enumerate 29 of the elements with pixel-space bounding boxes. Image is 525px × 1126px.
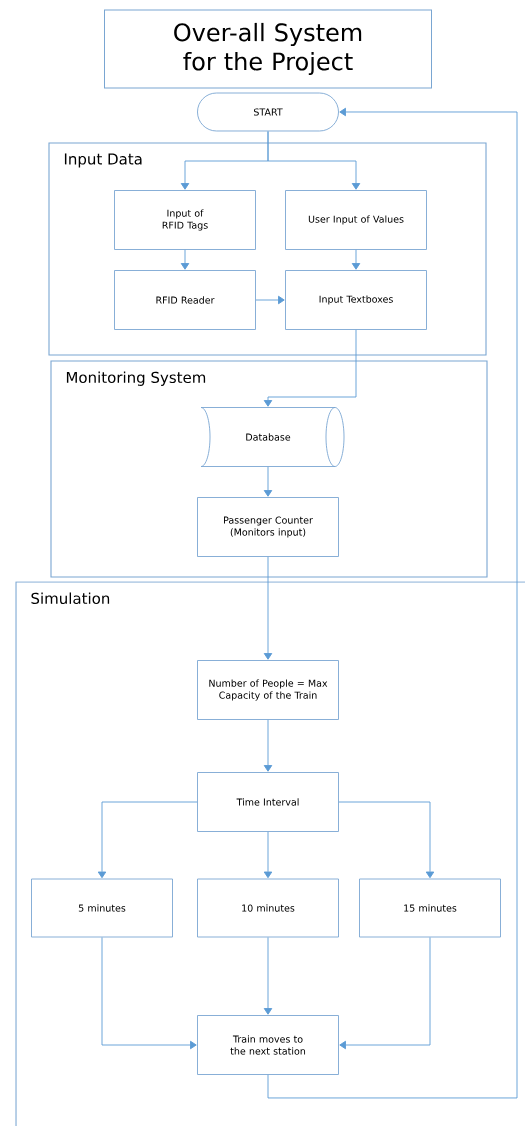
arrow <box>263 937 273 1015</box>
arrow <box>267 107 518 1099</box>
arrow <box>263 466 273 497</box>
arrow <box>339 937 431 1050</box>
title-box: Over-all System for the Project <box>104 9 432 89</box>
process-box: Input of RFID Tags <box>114 190 256 250</box>
arrow <box>263 329 357 407</box>
arrow <box>351 249 361 270</box>
arrow <box>338 801 435 879</box>
arrow <box>267 131 361 190</box>
arrow <box>263 556 273 660</box>
arrow <box>101 937 197 1050</box>
process-box: 10 minutes <box>197 878 339 938</box>
process-box: 5 minutes <box>31 878 173 938</box>
process-box: Number of People = Max Capacity of the Train <box>197 660 339 720</box>
terminal: START <box>197 92 339 132</box>
arrow <box>263 831 273 879</box>
process-box: Passenger Counter (Monitors input) <box>197 497 339 557</box>
arrow <box>180 249 190 270</box>
process-box: Train moves to the next station <box>197 1015 339 1075</box>
process-box: RFID Reader <box>114 270 256 330</box>
process-box: Time Interval <box>197 772 339 832</box>
arrow <box>97 801 198 879</box>
database-cylinder: Database <box>200 407 345 467</box>
arrow <box>255 295 285 305</box>
process-box: Input Textboxes <box>285 270 427 330</box>
arrow <box>263 719 273 772</box>
process-box: User Input of Values <box>285 190 427 250</box>
process-box: 15 minutes <box>359 878 501 938</box>
